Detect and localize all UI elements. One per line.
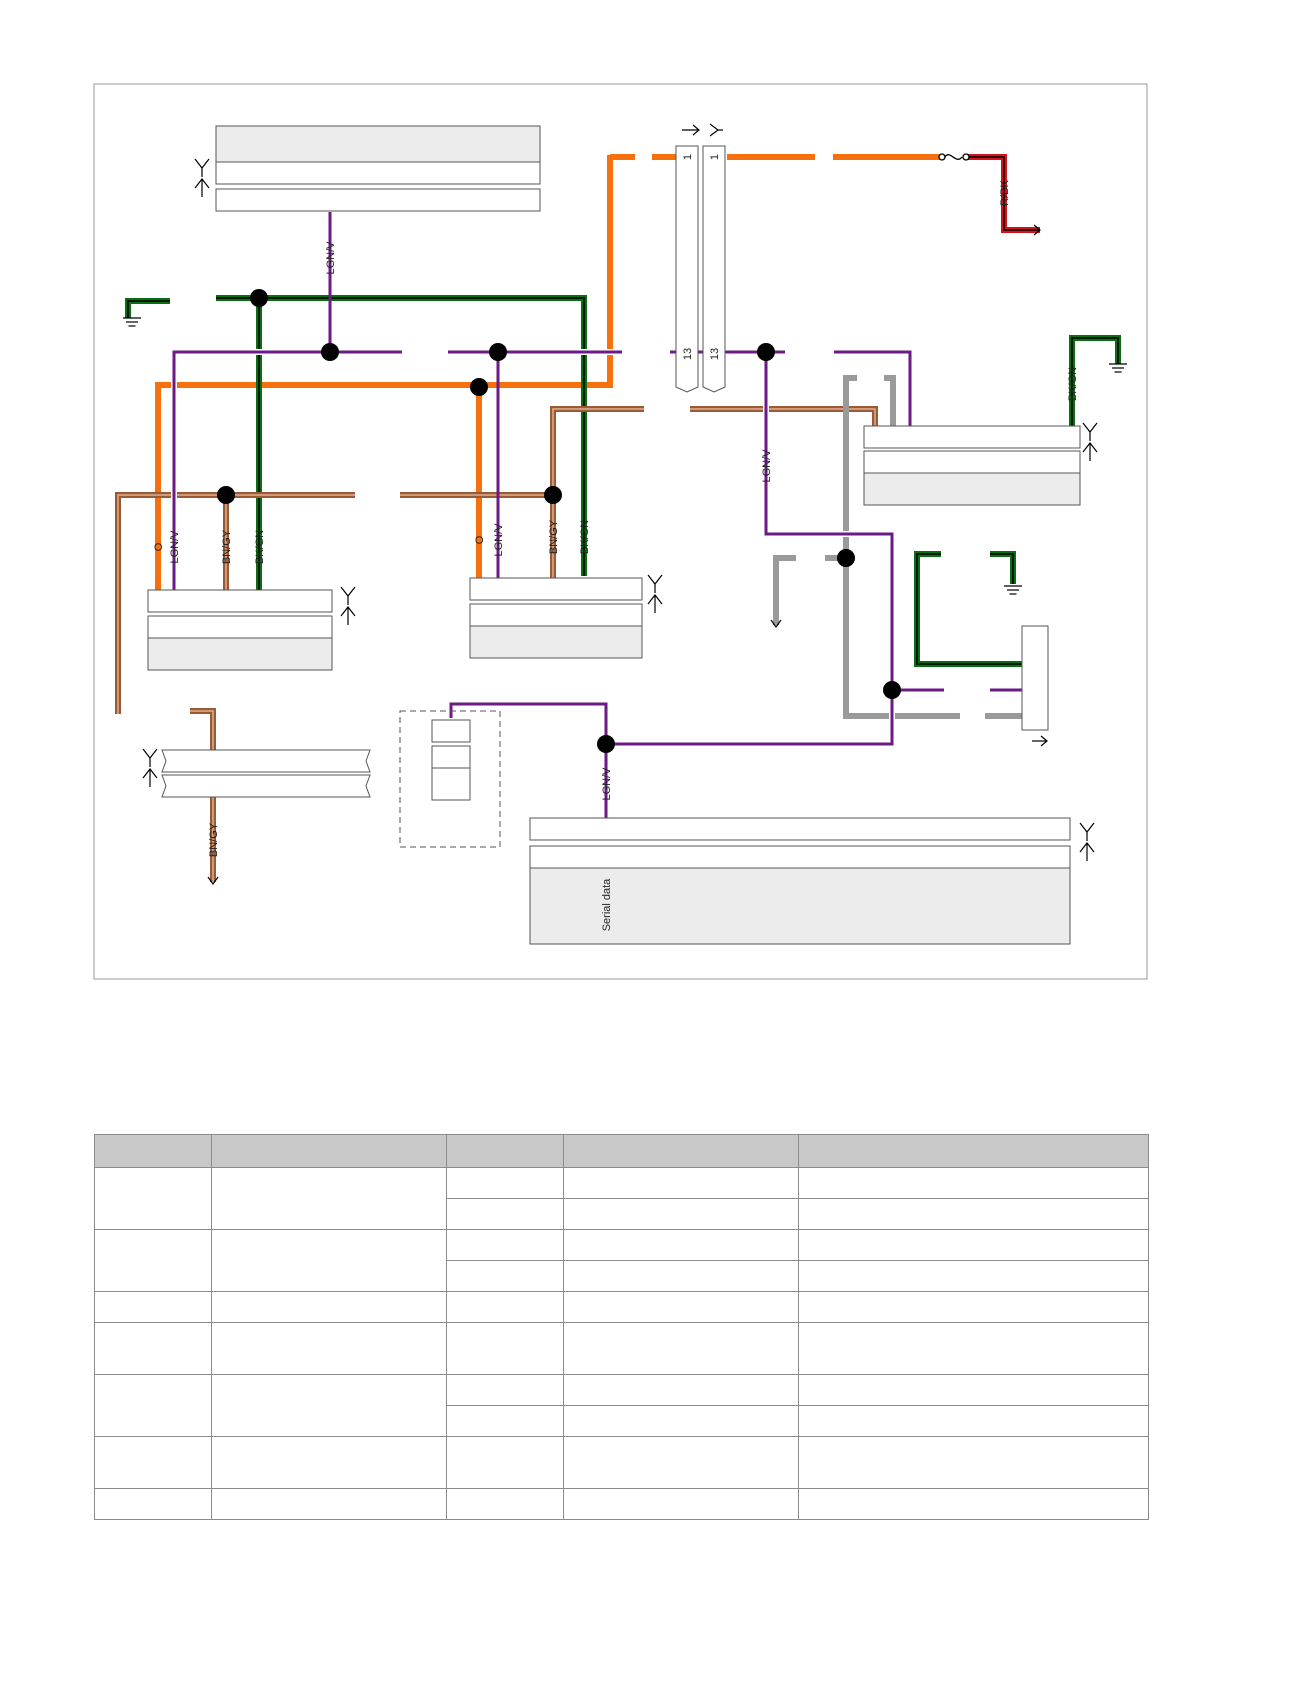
table-row <box>94 1229 1149 1292</box>
table-cell <box>563 1405 799 1437</box>
table-cell <box>798 1322 1149 1375</box>
component-left <box>147 589 333 671</box>
table-header-row <box>94 1134 1149 1168</box>
wire-label-bkgn-right: BK/GN <box>1067 367 1079 401</box>
component-bottom <box>529 817 1071 945</box>
table-cell <box>94 1436 212 1489</box>
table-cell <box>798 1488 1149 1520</box>
grey-wires <box>773 375 1022 719</box>
table-cell <box>446 1229 564 1261</box>
table-cell <box>94 1229 212 1292</box>
wire-label-o-left: O <box>153 542 165 551</box>
table-cell <box>798 1198 1149 1230</box>
table-cell <box>446 1436 564 1489</box>
table-cell <box>446 1405 564 1437</box>
wire-label-rbk: R/BK <box>999 180 1011 206</box>
table-cell <box>211 1322 447 1375</box>
table-cell <box>798 1167 1149 1199</box>
wire-label-lgnv-top: LGN/V <box>325 241 337 275</box>
table-row <box>94 1291 1149 1323</box>
table-cell <box>94 1488 212 1520</box>
red-black-wire <box>968 154 1040 233</box>
table-cell <box>563 1229 799 1261</box>
connector-arrow-icon <box>1032 735 1048 747</box>
table-header-cell <box>211 1134 447 1168</box>
wire-label-lgnv-bottom: LGN/V <box>601 767 613 801</box>
table-cell <box>94 1167 212 1230</box>
wire-label-bngy-left: BN/GY <box>221 529 233 564</box>
brown-wires <box>115 406 878 882</box>
table-cell <box>446 1291 564 1323</box>
pin-number-13-left: 13 <box>682 348 694 360</box>
wire-label-lgnv-middle: LGN/V <box>493 523 505 557</box>
serial-data-label: Serial data <box>601 878 613 931</box>
table-cell <box>798 1291 1149 1323</box>
table-cell <box>563 1436 799 1489</box>
table-cell <box>563 1488 799 1520</box>
pin-number-13-right: 13 <box>709 348 721 360</box>
table-cell <box>563 1198 799 1230</box>
component-top <box>215 125 541 212</box>
wire-label-bkgn-middle: BK/GN <box>579 520 591 554</box>
component-dashed <box>399 710 501 848</box>
wire-label-o-middle: O <box>474 535 486 544</box>
connector-strip <box>675 145 726 393</box>
pin-number-1-left: 1 <box>682 154 694 160</box>
table-cell <box>798 1260 1149 1292</box>
table-row <box>94 1488 1149 1520</box>
table-header-cell <box>563 1134 799 1168</box>
table-cell <box>211 1436 447 1489</box>
table-cell <box>446 1374 564 1406</box>
component-bottom-left <box>161 749 371 798</box>
fuse-icon <box>938 153 970 161</box>
table-row <box>95 1198 1149 1230</box>
table-cell <box>211 1374 447 1437</box>
table-cell <box>94 1291 212 1323</box>
table-cell <box>563 1322 799 1375</box>
wiring-diagram: 1 1 13 13 LGN/V R/BK BK/GN LGN/V O LGN/V… <box>93 83 1148 980</box>
junction-nodes <box>217 289 901 753</box>
wire-label-bngy-bottom: BN/GY <box>208 822 220 857</box>
table-cell <box>446 1198 564 1230</box>
table-cell <box>211 1167 447 1230</box>
table-cell <box>563 1167 799 1199</box>
pin-number-1-right: 1 <box>709 154 721 160</box>
wire-label-lgnv-left: LGN/V <box>169 530 181 564</box>
table-cell <box>446 1167 564 1199</box>
table-row <box>94 1167 1149 1230</box>
wire-label-lgnv-right: LGN/V <box>761 449 773 483</box>
green-wires <box>125 295 1121 667</box>
component-side-block <box>1021 625 1049 731</box>
component-right <box>863 425 1081 506</box>
wire-end-arrow-icon <box>207 224 1041 886</box>
orange-wires <box>154 154 940 592</box>
table-header-cell <box>798 1134 1149 1168</box>
table-cell <box>94 1322 212 1375</box>
diagram-frame <box>93 83 1148 980</box>
table-row <box>94 1374 1149 1437</box>
table-header-cell <box>94 1134 212 1168</box>
table-row <box>94 1436 1149 1489</box>
table-cell <box>798 1374 1149 1406</box>
table-cell <box>798 1436 1149 1489</box>
wire-label-bngy-middle: BN/GY <box>548 519 560 554</box>
table-cell <box>446 1488 564 1520</box>
table-cell <box>446 1322 564 1375</box>
table-cell <box>563 1374 799 1406</box>
table-header-cell <box>446 1134 564 1168</box>
table-cell <box>94 1374 212 1437</box>
table-row <box>94 1322 1149 1375</box>
table-cell <box>563 1260 799 1292</box>
table-cell <box>798 1229 1149 1261</box>
table-cell <box>563 1291 799 1323</box>
table-cell <box>211 1488 447 1520</box>
component-table <box>94 1134 1149 1520</box>
wire-label-bkgn-left: BK/GN <box>254 530 266 564</box>
table-cell <box>211 1229 447 1292</box>
connector-arrow-icon <box>682 123 723 137</box>
table-cell <box>211 1291 447 1323</box>
table-cell <box>446 1260 564 1292</box>
component-middle <box>469 577 643 659</box>
table-cell <box>798 1405 1149 1437</box>
